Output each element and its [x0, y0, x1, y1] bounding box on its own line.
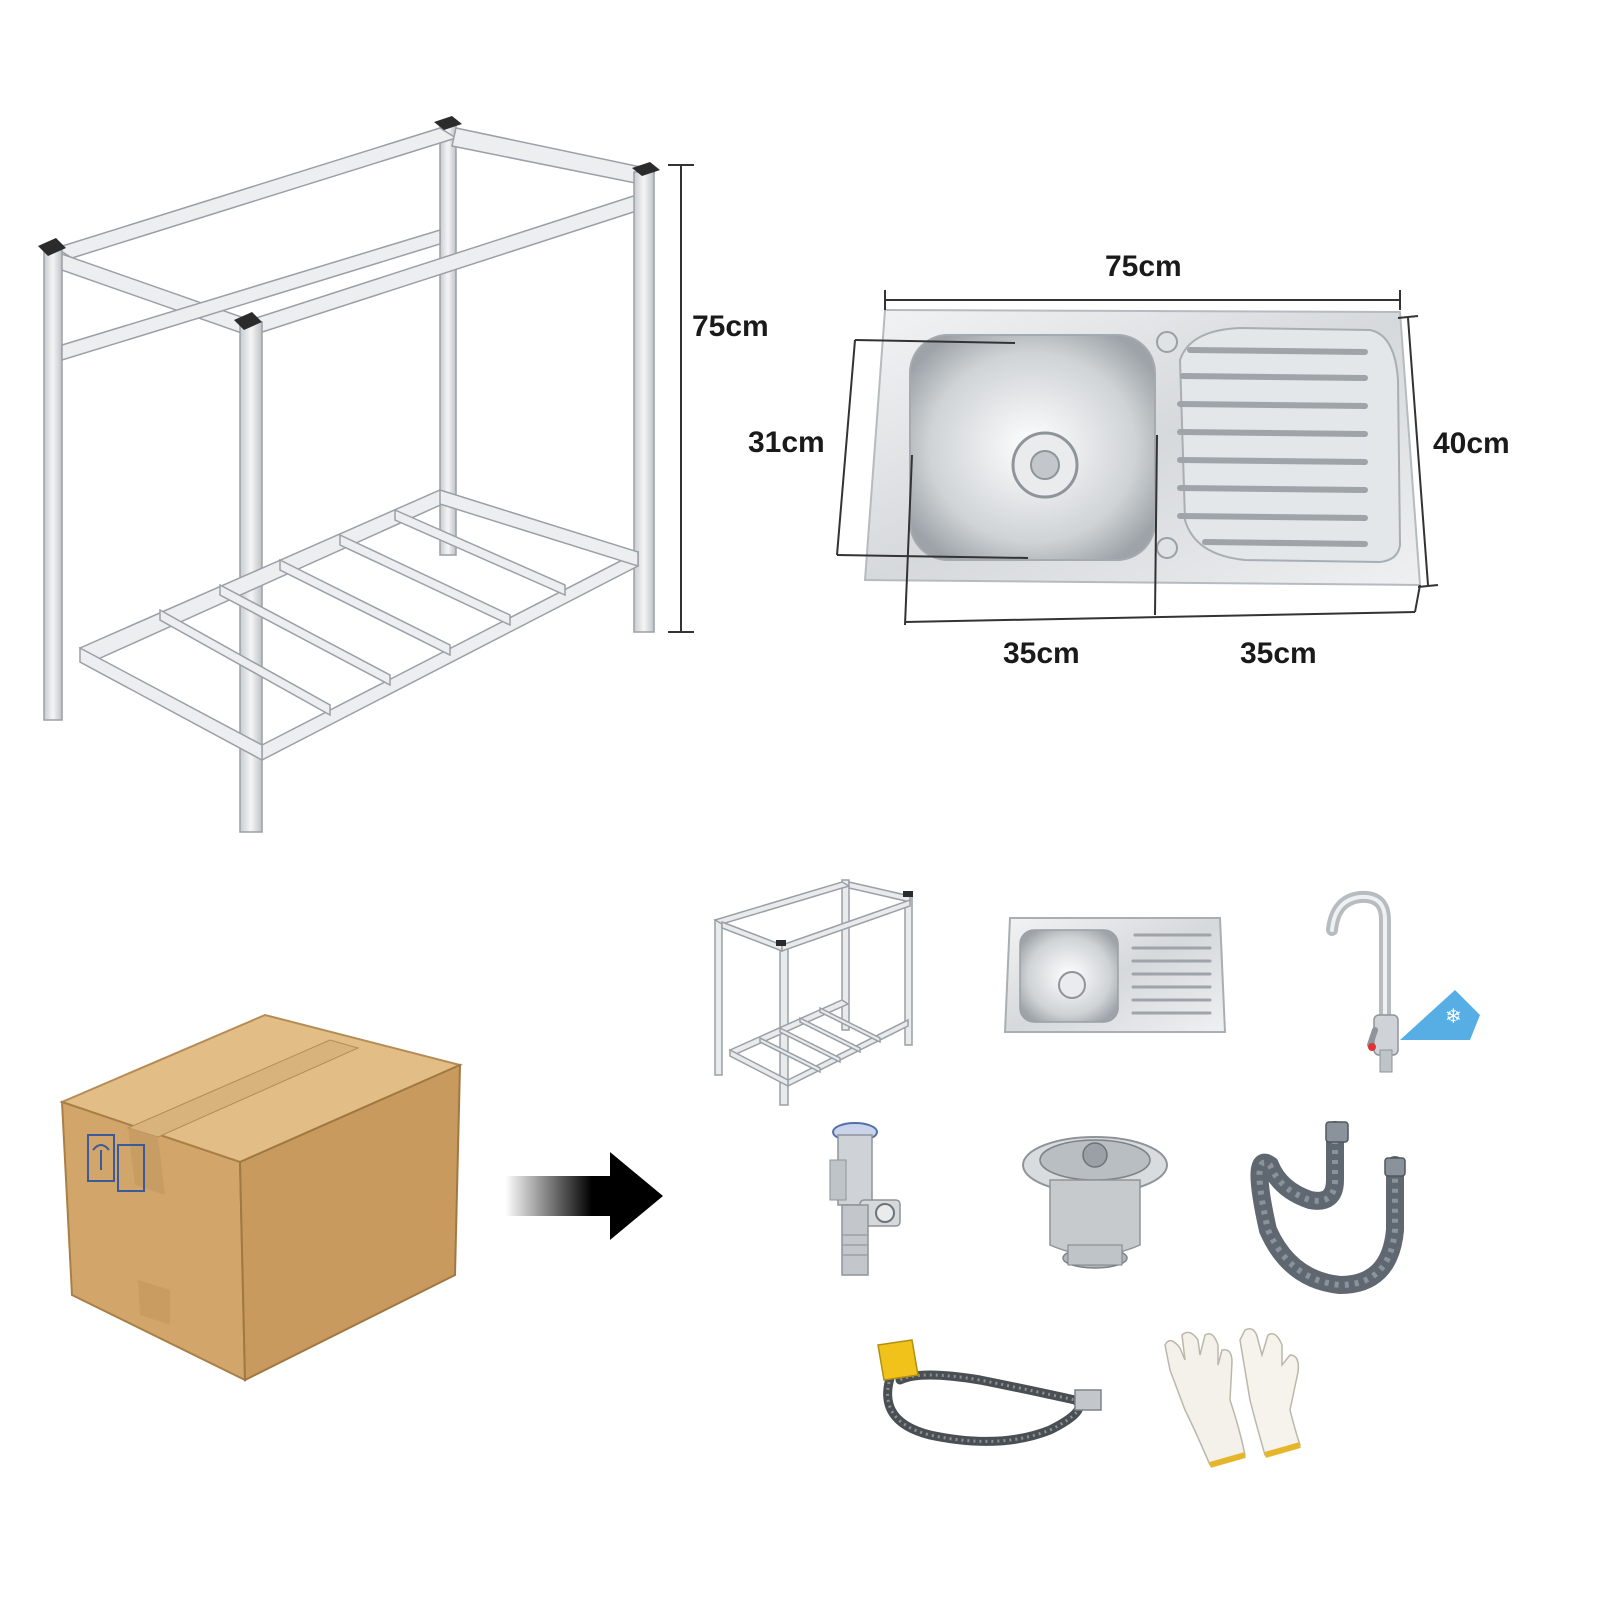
sink-width-label: 75cm: [1105, 250, 1182, 283]
stand-height-label: 75cm: [692, 310, 769, 343]
drainboard-width-label: 35cm: [1240, 637, 1317, 670]
bowl-width-label: 35cm: [1003, 637, 1080, 670]
sink-depth-label: 40cm: [1433, 427, 1510, 460]
svg-text:❄: ❄: [1445, 1004, 1462, 1028]
bowl-depth-label: 31cm: [748, 426, 825, 459]
